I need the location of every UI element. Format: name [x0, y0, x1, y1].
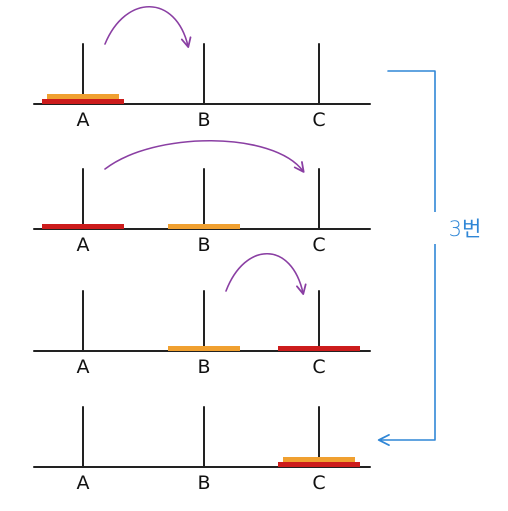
step-count-bracket: 3번 — [377, 70, 482, 447]
peg-label-a: A — [77, 356, 90, 378]
peg-label-b: B — [197, 234, 210, 256]
large-disk — [278, 462, 360, 467]
small-disk — [168, 224, 240, 229]
peg-label-b: B — [197, 356, 210, 378]
peg-label-b: B — [197, 472, 210, 494]
peg-label-c: C — [312, 472, 325, 494]
step-2: A B C — [33, 139, 371, 256]
small-disk — [168, 346, 240, 351]
large-disk — [42, 224, 124, 229]
peg-label-a: A — [77, 472, 90, 494]
move-arrow — [104, 139, 305, 173]
large-disk — [42, 99, 124, 104]
move-arrow — [104, 6, 192, 48]
peg-label-c: C — [312, 356, 325, 378]
peg-label-a: A — [77, 109, 90, 131]
large-disk — [278, 346, 360, 351]
small-disk — [47, 94, 119, 99]
move-arrow — [225, 253, 307, 295]
step-1: A B C — [33, 6, 371, 131]
bracket-arrow — [377, 70, 436, 447]
step-count-label: 3번 — [449, 217, 482, 241]
peg-label-c: C — [312, 234, 325, 256]
peg-label-c: C — [312, 109, 325, 131]
step-3: A B C — [33, 253, 371, 378]
peg-label-a: A — [77, 234, 90, 256]
peg-label-b: B — [197, 109, 210, 131]
bracket-label-backdrop — [422, 212, 482, 244]
steps-layer: A B C A B C A B C A B C — [33, 6, 371, 494]
small-disk — [283, 457, 355, 462]
step-4: A B C — [33, 406, 371, 494]
